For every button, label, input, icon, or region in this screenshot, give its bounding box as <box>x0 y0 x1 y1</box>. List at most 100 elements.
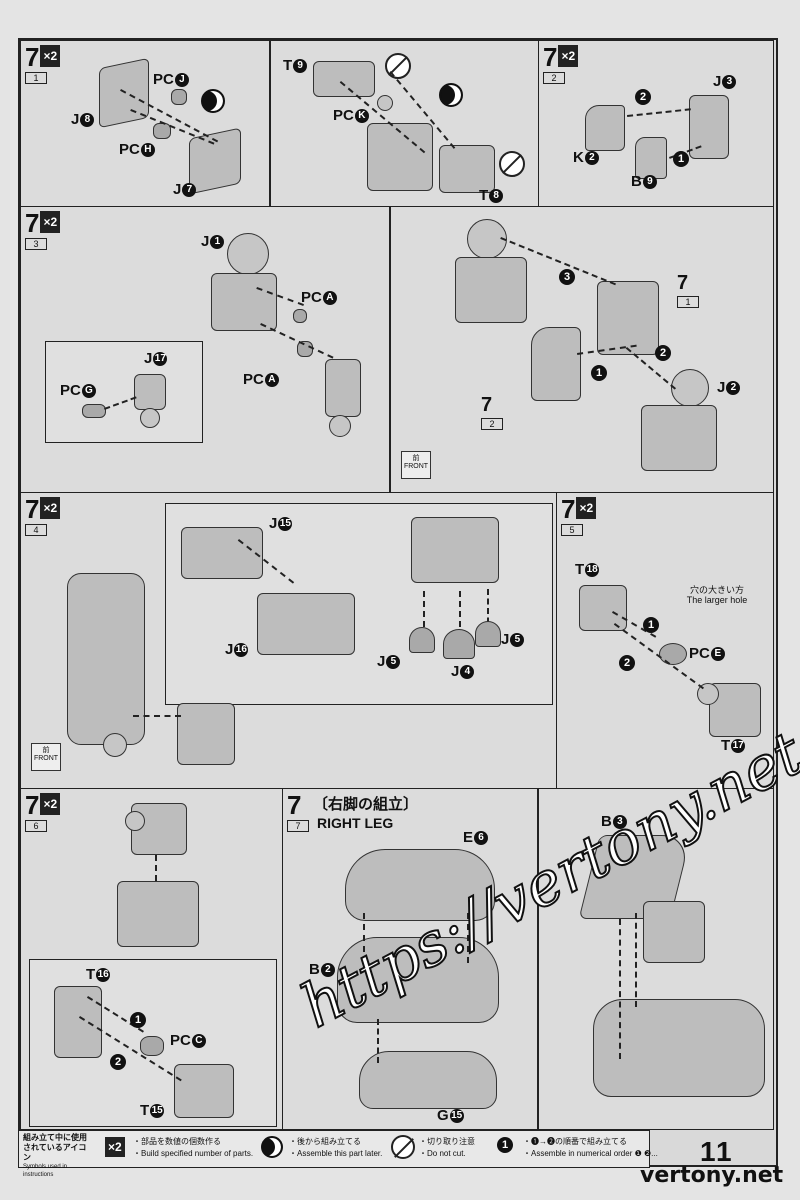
section-title-jp: 〔右脚の組立〕 <box>313 796 419 813</box>
legend-text-en: ・Assemble this part later. <box>289 1149 383 1158</box>
part-pc-a <box>297 341 313 357</box>
part-j5-left <box>409 627 435 653</box>
assembly-arrow <box>627 108 691 117</box>
part-step71-block <box>597 281 659 355</box>
part-k2 <box>585 105 625 151</box>
step-number: 7 <box>25 790 40 820</box>
step-number: 7 <box>543 42 558 72</box>
multiplier-badge: ×2 <box>576 497 597 519</box>
legend-do-not-cut: ・切り取り注意 ・Do not cut. <box>389 1133 499 1163</box>
step-number: 7 <box>25 42 40 72</box>
step-badge: 7×2 4 <box>25 496 61 536</box>
part-foot-assembled <box>593 999 765 1097</box>
multiplier-badge: ×2 <box>558 45 579 67</box>
icon-legend-footer: 組み立て中に使用されているアイコン Symbols used in instru… <box>18 1130 658 1178</box>
part-g15 <box>359 1051 497 1109</box>
step-badge: 7×2 5 <box>561 494 597 536</box>
assembly-arrow <box>104 396 137 410</box>
legend-text-en: ・Assemble in numerical order ❶ ❷... <box>523 1149 658 1158</box>
part-b9 <box>635 137 667 179</box>
legend-text-en: ・Do not cut. <box>419 1149 466 1158</box>
part-j3 <box>689 95 729 159</box>
legend-assemble-later: ・後から組み立てる ・Assemble this part later. <box>259 1133 389 1163</box>
page-number: 11 <box>700 1136 734 1167</box>
part-b2 <box>337 937 499 1023</box>
part-thruster-bell-assy <box>411 517 499 583</box>
step-number: 7 <box>287 790 302 820</box>
step-badge: 7×2 2 <box>543 42 579 84</box>
step-number: 7 <box>561 494 576 524</box>
multiplier-badge: ×2 <box>40 793 61 815</box>
substep-number: 1 <box>25 72 47 84</box>
part-t18 <box>579 585 627 631</box>
substep-number: 5 <box>561 524 583 536</box>
part-thruster-unit <box>177 703 235 765</box>
part-j1-disc <box>227 233 269 275</box>
legend-text-jp: ・❶→❷の順番で組み立てる <box>523 1137 627 1146</box>
assembly-arrow <box>130 109 215 145</box>
order-mark-1: 1 <box>591 365 607 381</box>
part-t15 <box>174 1064 234 1118</box>
part-j15 <box>181 527 263 579</box>
do-not-cut-icon <box>385 53 411 79</box>
order-mark-1-icon: 1 <box>497 1137 513 1153</box>
assemble-later-icon <box>261 1136 283 1158</box>
part-ball-joint <box>125 811 145 831</box>
step-badge: 7×2 1 <box>25 42 61 84</box>
do-not-cut-icon <box>499 151 525 177</box>
substep-number: 7 <box>287 820 309 832</box>
part-ball-joint <box>329 415 351 437</box>
part-pc-c <box>140 1036 164 1056</box>
part-leg-shell <box>643 901 705 963</box>
ref-step-7-1: 7 1 <box>677 271 699 308</box>
legend-text-jp: ・切り取り注意 <box>419 1137 475 1146</box>
assembly-arrow <box>133 715 181 717</box>
order-mark-2: 2 <box>619 655 635 671</box>
legend-text-en: ・Build specified number of parts. <box>133 1149 254 1158</box>
substep-number: 3 <box>25 238 47 250</box>
assemble-later-icon <box>201 89 225 113</box>
order-mark-1: 1 <box>643 617 659 633</box>
order-mark-1: 1 <box>673 151 689 167</box>
part-j1 <box>211 273 277 331</box>
part-leg-lower <box>325 359 361 417</box>
part-pc-e <box>659 643 687 665</box>
assemble-later-icon <box>439 83 463 107</box>
part-j17 <box>134 374 166 410</box>
step-number: 7 <box>25 208 40 238</box>
step-badge: 7×2 6 <box>25 790 61 832</box>
part-leg-assembled <box>67 573 145 745</box>
do-not-cut-icon <box>391 1135 415 1159</box>
step-badge: 7 7 <box>287 790 309 832</box>
part-j2 <box>641 405 717 471</box>
assembly-arrow <box>155 855 157 881</box>
